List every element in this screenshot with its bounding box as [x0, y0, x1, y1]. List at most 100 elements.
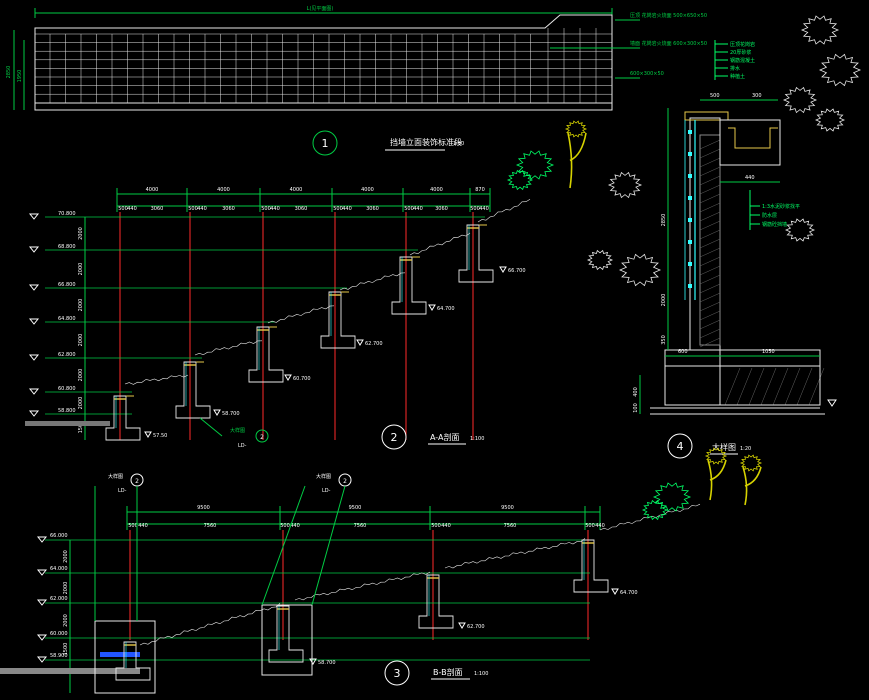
v2-wall	[248, 326, 284, 383]
v3-side-dim: 2000	[63, 582, 69, 595]
tree-icon-crown	[564, 120, 588, 138]
v2-sub-dim: 500	[470, 206, 480, 212]
v4-mid-dim: 440	[745, 175, 755, 181]
level-mark	[36, 536, 48, 543]
v2-side-dim: 2000	[78, 397, 84, 410]
v2-terrain-line	[124, 374, 189, 385]
v2-sub-dim: 440	[413, 206, 423, 212]
v2-bay-dim: 4000	[290, 187, 303, 193]
v3-sub-dim: 500	[431, 523, 441, 529]
v3-callout1-label: 大样图	[108, 473, 123, 480]
v3-sub-dim: 440	[595, 523, 605, 529]
v1-note-3: 600×300×50	[630, 71, 664, 77]
v2-ground-slab	[25, 421, 110, 426]
v2-terrain-line	[267, 305, 335, 324]
v4-note-top: 压顶花岗岩	[730, 41, 755, 48]
v2-base-label: 66.700	[508, 268, 526, 274]
level-mark	[36, 599, 48, 606]
v3-wall	[573, 539, 609, 593]
v2-sub-dim: 3060	[151, 206, 164, 212]
v3-level-lines: 66.00064.00062.00060.00058.9002000200020…	[0, 533, 590, 693]
v2-callout-label: 大样图	[230, 427, 245, 434]
v3-ground-slab	[0, 668, 140, 674]
level-mark	[36, 634, 48, 641]
v1-dim-left-2: 1950	[17, 70, 23, 83]
v2-side-dim: 2000	[78, 369, 84, 382]
tree-icon-crown	[704, 447, 728, 465]
v3-terrain-line	[139, 603, 281, 646]
v3-detail-box-2	[261, 604, 313, 676]
v3-callout2-num: 2	[343, 478, 347, 485]
level-mark	[36, 656, 48, 663]
tree-icon	[567, 132, 587, 189]
level-mark	[28, 284, 40, 291]
sketch-shrub-icon	[618, 253, 662, 287]
v3-sub-dim: 7560	[504, 523, 517, 529]
v2-terrain	[124, 198, 531, 385]
v1-number: 1	[322, 137, 329, 150]
v2-bay-dim: 4000	[146, 187, 159, 193]
v4-planter	[719, 119, 781, 166]
level-mark	[28, 213, 40, 220]
v2-sub-dim: 500	[404, 206, 414, 212]
v2-number: 2	[391, 431, 398, 444]
v4-wall-hatch-area	[699, 134, 721, 346]
v2-scale: 1:100	[470, 436, 484, 442]
v3-callout1-num: 2	[135, 478, 139, 485]
v4-dim-h1: 2850	[661, 214, 667, 227]
v4-drain-dot	[688, 130, 692, 134]
v3-terrain	[139, 503, 701, 646]
v4-drain-dot	[688, 218, 692, 222]
v3-side-dim: 2000	[63, 550, 69, 563]
v2-side-dim: 2000	[78, 334, 84, 347]
v4-drain-dot	[688, 262, 692, 266]
v2-sub-dim: 440	[342, 206, 352, 212]
shrub-icon	[506, 169, 534, 191]
v2-view-marker	[381, 424, 407, 450]
v2-base-label: 58.700	[222, 411, 240, 417]
v4-bottom-dim-1: 600	[678, 349, 688, 355]
v3-terrain-line	[444, 538, 586, 569]
shrub-icon	[641, 499, 669, 521]
sketch-shrub-icon	[818, 53, 862, 87]
v4-footing	[664, 349, 821, 406]
v2-terrain-line	[477, 198, 531, 223]
v2-wall	[458, 224, 494, 283]
tree-icon	[742, 466, 762, 506]
v2-sub-dim: 500	[118, 206, 128, 212]
v4-note-mid: 钢筋砼挡墙	[762, 221, 787, 228]
v3-sub-dim: 500	[128, 523, 138, 529]
level-mark	[28, 246, 40, 253]
v2-level-label: 62.800	[58, 352, 76, 358]
v3-base-label: 58.700	[318, 660, 336, 666]
v3-sub-dim: 440	[138, 523, 148, 529]
v4-drain-dot	[688, 152, 692, 156]
vegetation	[506, 15, 862, 521]
v4-hatching	[688, 130, 825, 406]
v2-terrain-line	[339, 272, 406, 291]
view-1-elevation: L(见平面图) 2850 1950 压顶 花岗岩火烧面 500×650×50 墙…	[6, 6, 707, 156]
v1-wall-outline	[34, 14, 613, 111]
v1-scale: 1:50	[453, 141, 464, 147]
v3-level-label: 64.000	[50, 566, 68, 572]
v2-bay-dim: 4000	[361, 187, 374, 193]
v3-callout1-sub: LD-	[118, 488, 127, 494]
v2-sub-dim: 3060	[366, 206, 379, 212]
v2-detail-callout: 大样图 2 LD-	[199, 417, 269, 449]
v2-level-label: 66.800	[58, 282, 76, 288]
v3-scale: 1:100	[474, 671, 488, 677]
v4-dim-h2: 2000	[661, 294, 667, 307]
v3-detail-box-1	[94, 620, 156, 694]
v2-wall	[175, 361, 211, 419]
v3-bay-dim: 9500	[197, 505, 210, 511]
v2-wall	[105, 395, 141, 441]
v2-level-label: 64.800	[58, 316, 76, 322]
v3-number: 3	[394, 667, 401, 680]
v2-base-label: 62.700	[365, 341, 383, 347]
v2-callout-num: 2	[260, 434, 264, 441]
